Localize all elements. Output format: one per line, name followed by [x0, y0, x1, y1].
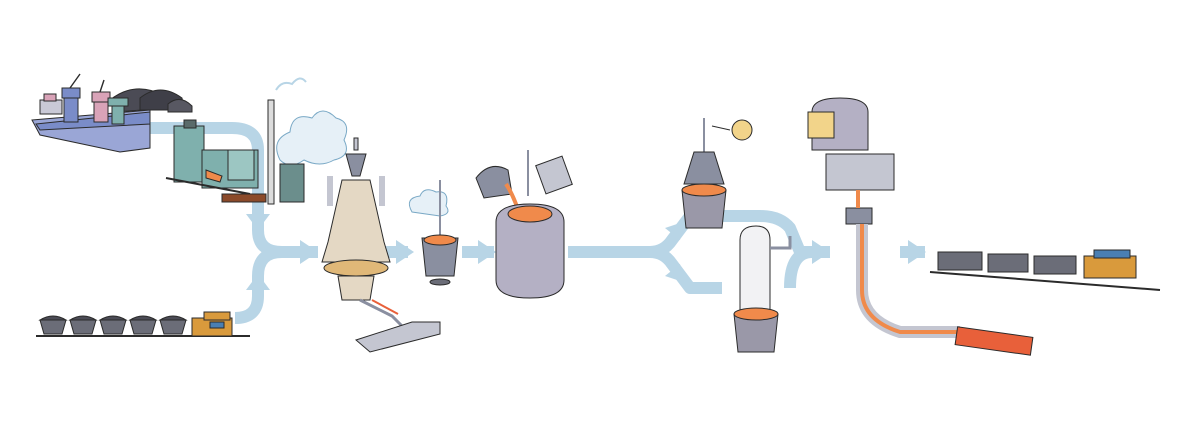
steam-cloud	[276, 110, 348, 166]
vacuum-degasser-icon	[733, 225, 792, 353]
arrow-to-degasser	[665, 264, 683, 282]
ore-train-icon	[36, 311, 250, 337]
arrow-to-caster	[812, 240, 830, 264]
arrow-to-furnace	[300, 240, 318, 264]
arrow-down-coke	[246, 214, 270, 230]
arrow-up-train	[246, 274, 270, 290]
ladle-icon	[408, 180, 459, 286]
coke-oven-icon	[165, 77, 348, 205]
arrow-to-ladle	[396, 240, 414, 264]
flow-arrowheads	[246, 214, 926, 290]
cargo-ship-and-cranes-icon	[31, 73, 193, 153]
converter-icon	[475, 150, 573, 299]
continuous-caster-icon	[807, 97, 1034, 356]
flatcar-train-icon	[929, 249, 1161, 291]
blast-furnace-icon	[321, 137, 441, 353]
flow-coke-down	[252, 205, 318, 258]
arrow-to-refining	[665, 222, 683, 240]
flow-branch-lower	[649, 246, 722, 294]
arrow-to-shipping	[908, 240, 926, 264]
ladle-furnace-icon	[681, 118, 753, 229]
arrow-to-converter	[478, 240, 496, 264]
